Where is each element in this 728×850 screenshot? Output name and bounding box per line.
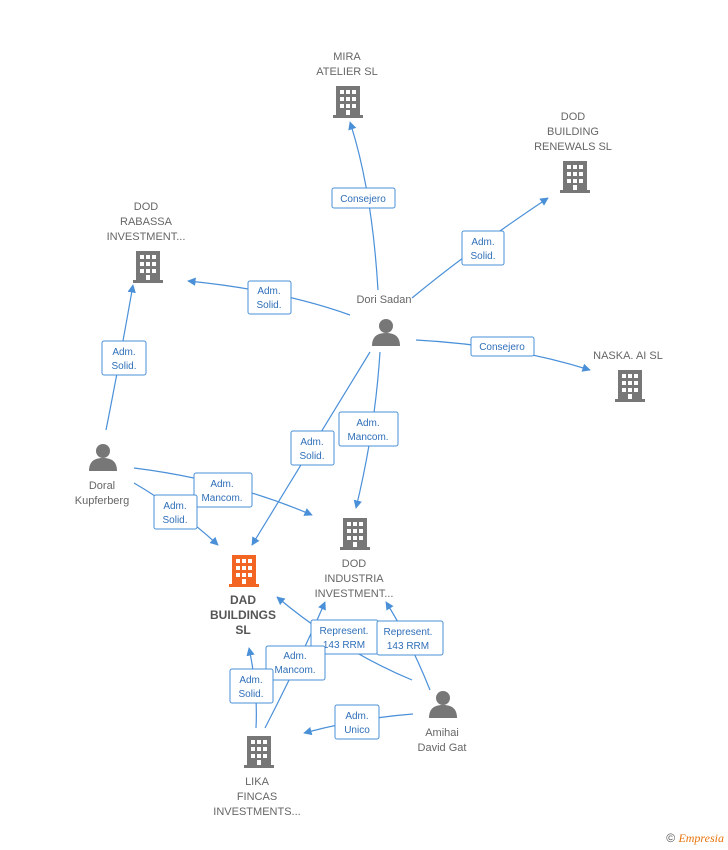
node-label-line: MIRA — [333, 51, 361, 63]
edge-label-text: Solid. — [470, 251, 495, 262]
edge-label-text: Adm. — [300, 437, 323, 448]
node-naska[interactable]: NASKA. AI SL — [593, 350, 663, 402]
node-dod-industria[interactable]: DOD INDUSTRIA INVESTMENT... — [315, 518, 394, 600]
edge-label-adm-mancom-lika-industria: Adm. Mancom. — [265, 645, 326, 681]
edge-label-text: Adm. — [345, 711, 368, 722]
node-label-line: INVESTMENT... — [107, 231, 186, 243]
edge-label-text: Solid. — [162, 515, 187, 526]
node-dod-renewals[interactable]: DOD BUILDING RENEWALS SL — [534, 111, 612, 193]
edge-label-adm-solid-dori-dad: Adm. Solid. — [290, 430, 335, 466]
person-icon — [89, 444, 117, 471]
building-icon — [244, 736, 274, 768]
edge-label-text: Adm. — [210, 479, 233, 490]
edge-label-adm-solid-doral-dad: Adm. Solid. — [153, 494, 198, 530]
edge-label-text: Adm. — [163, 501, 186, 512]
edge-label-text: Adm. — [471, 237, 494, 248]
building-icon — [615, 370, 645, 402]
edge-label-text: Adm. — [283, 651, 306, 662]
node-label-line: INDUSTRIA — [324, 573, 384, 585]
edge-label-text: 143 RRM — [387, 641, 429, 652]
footer-credit: © Empresia — [666, 831, 724, 846]
edge-label-text: Unico — [344, 725, 370, 736]
edge-label-text: Adm. — [112, 347, 135, 358]
node-label-line: NASKA. AI SL — [593, 350, 663, 362]
node-label-line: Doral — [89, 480, 115, 492]
node-label-line: ATELIER SL — [316, 66, 378, 78]
brand-logo-text[interactable]: Empresia — [678, 831, 724, 845]
edge-label-adm-solid-renewals: Adm. Solid. — [461, 230, 505, 266]
person-icon — [372, 319, 400, 346]
edge-label-text: Mancom. — [347, 432, 388, 443]
edge-label-text: Solid. — [111, 361, 136, 372]
node-label-line: INVESTMENTS... — [213, 806, 300, 818]
node-label-line: RABASSA — [120, 216, 173, 228]
edge-label-text: Represent. — [384, 627, 433, 638]
node-label-line: DAD — [230, 593, 256, 607]
building-icon — [333, 86, 363, 118]
edge-label-text: Adm. — [356, 418, 379, 429]
edge-label-text: Solid. — [299, 451, 324, 462]
node-label-line: RENEWALS SL — [534, 141, 612, 153]
node-label-line: DOD — [134, 201, 159, 213]
node-dod-rabassa[interactable]: DOD RABASSA INVESTMENT... — [107, 201, 186, 283]
edge-label-text: Represent. — [320, 626, 369, 637]
node-label-line: INVESTMENT... — [315, 588, 394, 600]
building-icon — [340, 518, 370, 550]
node-label-line: Dori Sadan — [356, 294, 411, 306]
edge-label-adm-solid-lika-dad: Adm. Solid. — [229, 668, 274, 704]
edge-label-consejero-naska: Consejero — [470, 336, 535, 357]
edge-label-text: Solid. — [256, 300, 281, 311]
node-amihai-david-gat[interactable]: Amihai David Gat — [418, 691, 467, 754]
edge-label-adm-mancom-dori-industria: Adm. Mancom. — [338, 411, 399, 447]
copyright-symbol: © — [666, 831, 676, 845]
node-dori-sadan[interactable]: Dori Sadan — [356, 294, 412, 346]
person-icon — [429, 691, 457, 718]
edge-label-text: 143 RRM — [323, 640, 365, 651]
edge-label-text: Adm. — [239, 675, 262, 686]
node-label-line: DOD — [561, 111, 586, 123]
node-label-line: DOD — [342, 558, 367, 570]
edge-label-adm-unico-amihai-lika: Adm. Unico — [334, 704, 380, 740]
edge-label-text: Solid. — [238, 689, 263, 700]
node-lika[interactable]: LIKA FINCAS INVESTMENTS... — [213, 736, 301, 818]
node-label-line: BUILDING — [547, 126, 599, 138]
node-label-line: SL — [235, 623, 250, 637]
node-label-line: David Gat — [418, 742, 467, 754]
edge-label-text: Adm. — [257, 286, 280, 297]
edge-label-adm-mancom-doral-industria: Adm. Mancom. — [193, 472, 253, 508]
edge-label-adm-solid-rabassa: Adm. Solid. — [247, 280, 292, 315]
node-label-line: Amihai — [425, 727, 459, 739]
edge-label-consejero-mira: Consejero — [331, 187, 396, 209]
building-icon — [133, 251, 163, 283]
edge-label-text: Consejero — [479, 342, 525, 353]
edge-label-adm-solid-doral-rabassa: Adm. Solid. — [101, 340, 147, 376]
node-dad-buildings[interactable]: DAD BUILDINGS SL — [210, 555, 276, 637]
node-label-line: Kupferberg — [75, 495, 129, 507]
edge-label-represent-amihai-industria: Represent. 143 RRM — [376, 620, 444, 656]
building-icon — [229, 555, 259, 587]
node-mira[interactable]: MIRA ATELIER SL — [316, 51, 378, 118]
node-label-line: FINCAS — [237, 791, 277, 803]
node-label-line: LIKA — [245, 776, 270, 788]
edge-label-text: Consejero — [340, 194, 386, 205]
building-icon — [560, 161, 590, 193]
node-doral-kupferberg[interactable]: Doral Kupferberg — [75, 444, 129, 507]
edge-label-text: Mancom. — [274, 665, 315, 676]
edge-label-text: Mancom. — [201, 493, 242, 504]
node-label-line: BUILDINGS — [210, 608, 276, 622]
